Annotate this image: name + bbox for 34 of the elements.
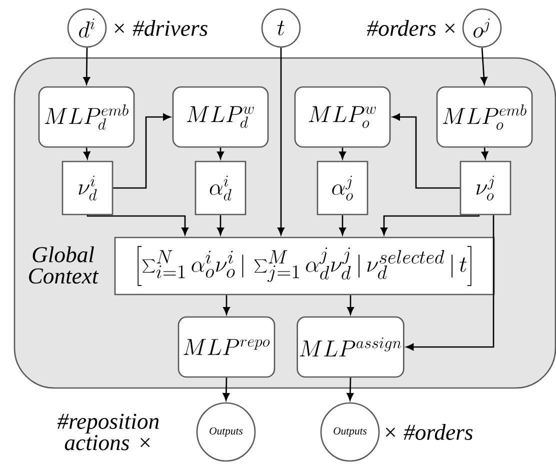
mlp-box: $MLP_{d}^{w}$: [172, 86, 269, 148]
mlp-box: $MLP^{repo}$: [178, 316, 276, 378]
context-label: Global Context: [29, 246, 99, 284]
arrow: [83, 148, 90, 160]
arrow: [346, 378, 354, 401]
vector-box: $\alpha_{d}^{i}$: [194, 160, 246, 216]
arrow: [217, 148, 224, 160]
arrow: [222, 378, 230, 401]
mlp-box: $MLP_{o}^{emb}$: [436, 86, 533, 148]
arrow: [406, 215, 494, 350]
arrow: [392, 114, 460, 189]
arrow: [481, 148, 488, 160]
arrow: [339, 215, 346, 236]
arrow: [380, 214, 480, 236]
vector-box: $\nu_{o}^{j}$: [460, 160, 512, 216]
mlp-box: $MLP^{assign}$: [296, 316, 404, 378]
arrow: [223, 295, 230, 315]
context-box: $\left[\sum_{i=1}^{N}\alpha_{o}^{i}\nu_{o}^{i} \,|\, \sum_{j=1}^{M}\alpha_{d}^{j}\nu_{d}^{j} \,|\, \nu_{d}^{selected} \,|\, t\right]$: [114, 236, 495, 296]
multiplier-label: #reposition actions ×: [57, 414, 159, 450]
multiplier-label: #orders ×: [366, 20, 455, 36]
multiplier-label: × #orders: [386, 424, 473, 440]
mlp-box: $MLP_{o}^{w}$: [294, 86, 391, 148]
vector-box: $\nu_{d}^{i}$: [62, 160, 114, 216]
arrow: [339, 148, 346, 160]
arrow: [480, 48, 488, 85]
arrow: [347, 295, 354, 315]
arrow: [113, 114, 171, 189]
arrow: [86, 214, 188, 236]
arrow: [217, 215, 224, 236]
arrow: [83, 48, 90, 85]
mlp-box: $MLP_{d}^{emb}$: [38, 86, 135, 148]
vector-box: $\alpha_{o}^{j}$: [316, 160, 368, 216]
arrow: [278, 48, 284, 236]
multiplier-label: × #drivers: [114, 20, 208, 36]
